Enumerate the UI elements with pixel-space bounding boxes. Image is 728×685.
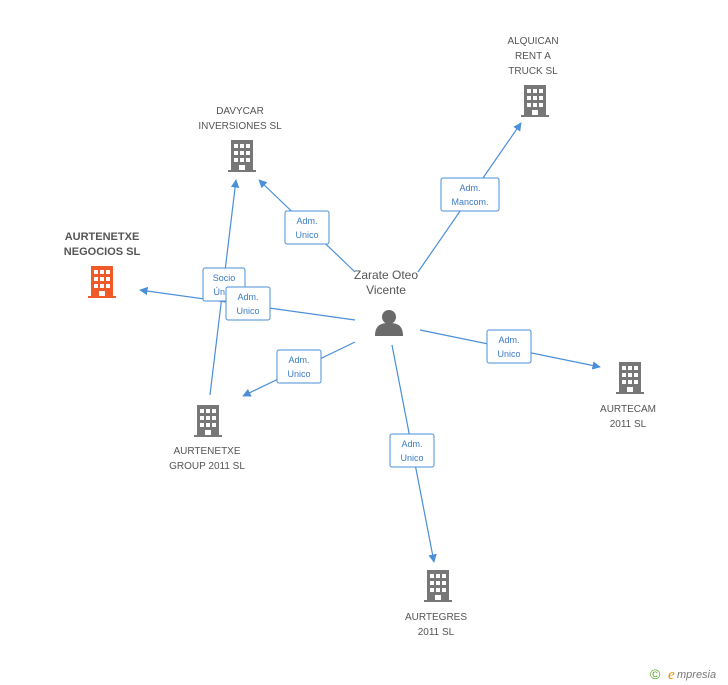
node-aurtenetxe-group[interactable]: AURTENETXE GROUP 2011 SL — [169, 405, 245, 472]
building-icon — [228, 140, 256, 172]
building-icon — [88, 266, 116, 298]
relation-badge-alquican[interactable]: Adm. Mancom. — [440, 177, 500, 212]
relation-line1: Adm. — [459, 183, 480, 193]
person-name-line2: Vicente — [366, 283, 406, 297]
group-label-1: AURTENETXE — [173, 446, 240, 457]
relation-line2: Úni... — [213, 287, 234, 297]
building-icon — [194, 405, 222, 437]
davycar-label-1: DAVYCAR — [216, 106, 264, 117]
relation-line2: Unico — [287, 369, 310, 379]
node-aurtegres[interactable]: AURTEGRES 2011 SL — [405, 570, 467, 638]
aurtegres-label-2: 2011 SL — [418, 627, 455, 638]
building-icon — [424, 570, 452, 602]
person-name-line1: Zarate Oteo — [354, 268, 418, 282]
relation-line2: Unico — [400, 453, 423, 463]
relation-line1: Adm. — [401, 439, 422, 449]
building-icon — [616, 362, 644, 394]
negocios-label-1: AURTENETXE — [65, 231, 140, 243]
brand-e: e — [668, 667, 675, 683]
relation-line1: Adm. — [237, 292, 258, 302]
relation-badge-aurtegres[interactable]: Adm. Unico — [389, 433, 435, 468]
relation-line2: Unico — [497, 349, 520, 359]
alquican-label-2: RENT A — [515, 51, 551, 62]
relation-line1: Adm. — [288, 355, 309, 365]
person-icon — [375, 310, 403, 336]
relation-badge-davycar[interactable]: Adm. Unico — [284, 210, 330, 245]
brand-name: mpresia — [677, 669, 716, 681]
node-davycar[interactable]: DAVYCAR INVERSIONES SL — [198, 106, 282, 172]
center-person[interactable]: Zarate Oteo Vicente — [354, 268, 418, 336]
relation-line2: Unico — [236, 306, 259, 316]
building-icon — [521, 85, 549, 117]
node-aurtenetxe-negocios[interactable]: AURTENETXE NEGOCIOS SL — [64, 231, 141, 298]
relation-line1: Adm. — [296, 216, 317, 226]
copyright-icon: © — [650, 666, 661, 682]
relation-line2: Unico — [295, 230, 318, 240]
node-aurtecam[interactable]: AURTECAM 2011 SL — [600, 362, 656, 430]
aurtegres-label-1: AURTEGRES — [405, 612, 467, 623]
aurtecam-label-1: AURTECAM — [600, 404, 656, 415]
relation-badge-group[interactable]: Adm. Unico — [276, 349, 322, 384]
relation-badge-aurtecam[interactable]: Adm. Unico — [486, 329, 532, 364]
aurtecam-label-2: 2011 SL — [610, 419, 647, 430]
negocios-label-2: NEGOCIOS SL — [64, 246, 141, 258]
alquican-label-1: ALQUICAN — [507, 36, 558, 47]
brand-watermark: © e mpresia — [650, 666, 716, 683]
group-label-2: GROUP 2011 SL — [169, 461, 245, 472]
node-alquican[interactable]: ALQUICAN RENT A TRUCK SL — [507, 36, 559, 117]
relation-line1: Adm. — [498, 335, 519, 345]
relation-line2: Mancom. — [451, 197, 488, 207]
alquican-label-3: TRUCK SL — [508, 66, 558, 77]
davycar-label-2: INVERSIONES SL — [198, 121, 282, 132]
relation-badge-negocios[interactable]: Adm. Unico — [225, 286, 271, 321]
relation-line1: Socio — [213, 273, 236, 283]
